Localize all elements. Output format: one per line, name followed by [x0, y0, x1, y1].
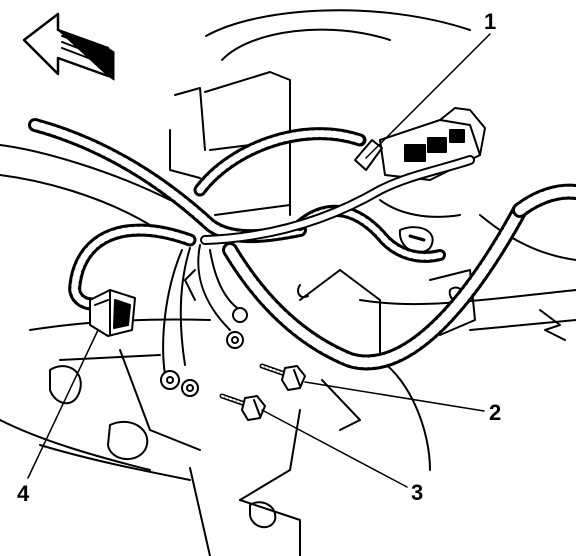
callout-3: 3 [411, 480, 424, 505]
bolt-3 [219, 393, 266, 421]
bolt-2 [259, 363, 306, 391]
wiring-harness [28, 118, 576, 371]
harness-connector [89, 289, 136, 337]
direction-arrow-icon [22, 12, 115, 81]
callout-4: 4 [17, 481, 30, 506]
ground-wires [160, 244, 309, 397]
callout-2: 2 [489, 400, 502, 425]
leader-lines [27, 33, 491, 488]
callout-1: 1 [484, 9, 497, 34]
body-outlines [0, 9, 576, 556]
